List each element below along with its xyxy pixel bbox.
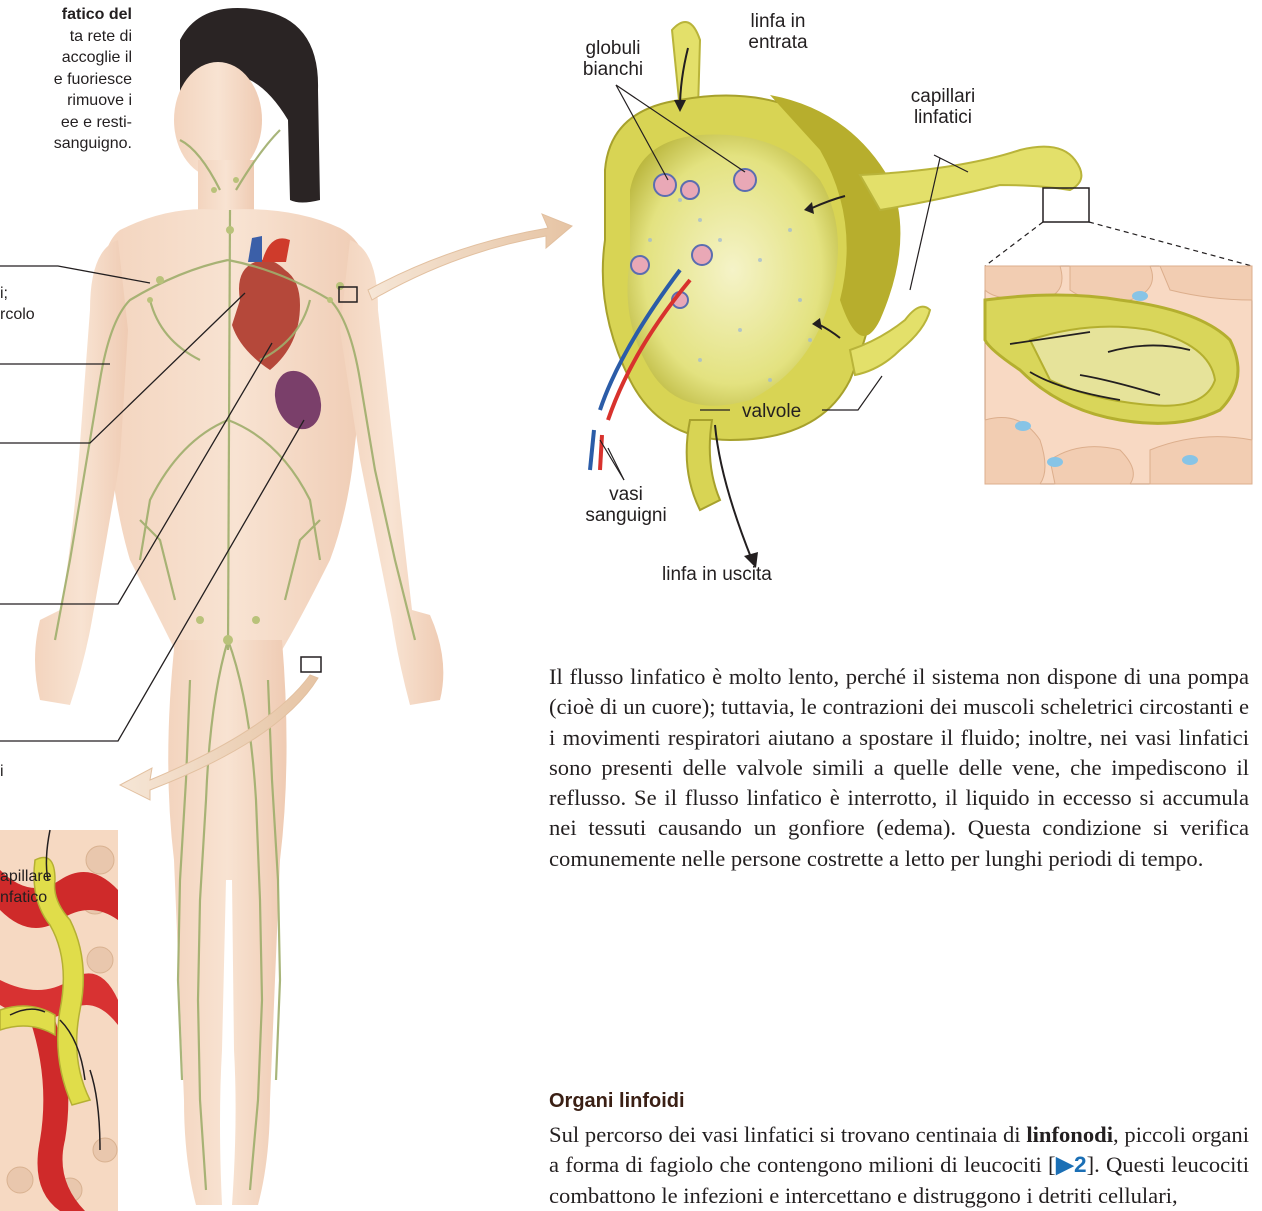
caption-line-5: rimuove i bbox=[67, 92, 132, 109]
pointer-arrow-top bbox=[368, 214, 572, 300]
left-label-1: i; bbox=[0, 283, 8, 304]
caption-line-2: ta rete di bbox=[70, 28, 132, 45]
paragraph-lymph-flow: Il flusso linfatico è molto lento, perch… bbox=[549, 662, 1249, 874]
label-valvole: valvole bbox=[742, 401, 801, 422]
label-vasi-sanguigni: vasi sanguigni bbox=[578, 484, 674, 526]
caption-line-1: fatico del bbox=[62, 6, 132, 23]
figure-caption: fatico del ta rete di accoglie il e fuor… bbox=[0, 0, 132, 155]
left-label-2: rcolo bbox=[0, 304, 35, 325]
left-label-3: i bbox=[0, 761, 4, 782]
caption-line-7: sanguigno. bbox=[54, 135, 132, 152]
left-label-4: apillare bbox=[0, 866, 52, 887]
figure-reference-link[interactable]: ▶2 bbox=[1056, 1152, 1087, 1177]
capillary-inset-right bbox=[985, 266, 1252, 484]
label-globuli-bianchi: globuli bianchi bbox=[573, 38, 653, 80]
section-heading: Organi linfoidi bbox=[549, 1090, 685, 1113]
caption-line-3: accoglie il bbox=[62, 49, 132, 66]
label-linfa-in-uscita: linfa in uscita bbox=[662, 564, 772, 585]
caption-line-4: e fuoriesce bbox=[54, 71, 132, 88]
caption-line-6: ee e resti- bbox=[61, 114, 132, 131]
paragraph-lymphoid-organs: Sul percorso dei vasi linfatici si trova… bbox=[549, 1120, 1249, 1211]
term-linfonodi: linfonodi bbox=[1026, 1122, 1113, 1147]
label-linfa-in-entrata: linfa in entrata bbox=[738, 11, 818, 53]
left-label-5: nfatico bbox=[0, 887, 47, 908]
label-capillari-linfatici: capillari linfatici bbox=[898, 86, 988, 128]
